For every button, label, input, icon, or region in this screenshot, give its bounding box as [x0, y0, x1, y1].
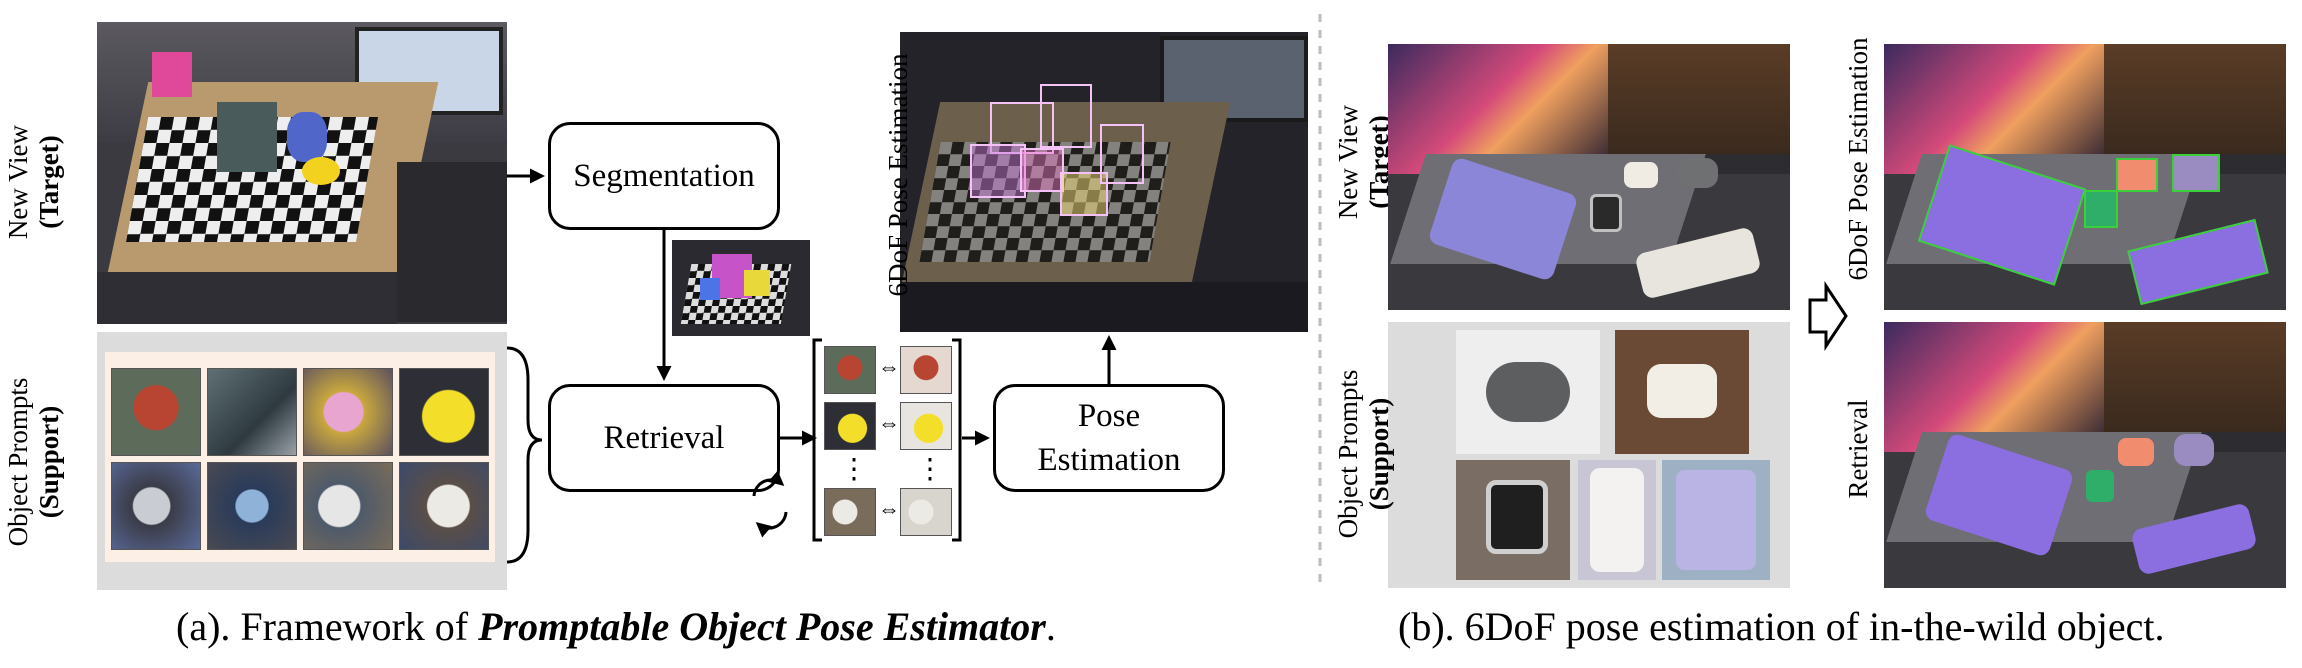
prompt-airpods [1615, 330, 1749, 454]
match-thumb-can-target [900, 488, 952, 536]
caption-a-emphasis: Promptable Object Pose Estimator [478, 604, 1046, 649]
retrieval-output-photo-b [1884, 322, 2286, 588]
match-arrow-3: ⇔ [878, 496, 900, 521]
prompt-watch [1456, 460, 1570, 580]
caption-a-suffix: . [1045, 604, 1056, 649]
match-thumb-duck-support [824, 402, 876, 450]
match-thumb-can-support [824, 488, 876, 536]
retrieved-matches-column: ⇔ ⇔ ⋮ ⋮ ⇔ [822, 340, 952, 540]
prompt-thumb-holepuncher [207, 462, 297, 550]
caption-b: (b). 6DoF pose estimation of in-the-wild… [1398, 604, 2165, 649]
prompt-thumb-camera [111, 462, 201, 550]
match-thumb-ape-support [824, 346, 876, 394]
pose-estimation-label-line2: Estimation [1037, 442, 1181, 478]
target-earbuds-case [1678, 158, 1718, 188]
support-prompts-grid [105, 352, 495, 562]
prompt-thumb-driller [207, 368, 297, 456]
desk-target-photo [1388, 44, 1790, 310]
pose-estimation-box: Pose Estimation [993, 384, 1225, 492]
prompt-thumb-cat [303, 368, 393, 456]
match-dots-left: ⋮ [840, 454, 868, 485]
prompt-earbuds-case [1456, 330, 1600, 454]
retrieval-box: Retrieval [548, 384, 780, 492]
refresh-cycle-icon [752, 470, 788, 538]
match-arrow-1: ⇔ [878, 354, 900, 379]
target-scene-photo [97, 22, 507, 324]
caption-a-prefix: (a). Framework of [176, 604, 479, 649]
match-dots-right: ⋮ [916, 454, 944, 485]
segmentation-label: Segmentation [573, 158, 755, 194]
match-thumb-duck-target [900, 402, 952, 450]
target-watch [1590, 194, 1622, 232]
prompt-tablet [1662, 460, 1770, 580]
retrieval-label-b: Retrieval [1843, 399, 1873, 499]
caption-a: (a). Framework of Promptable Object Pose… [176, 603, 1056, 650]
prompt-thumb-ape [111, 368, 201, 456]
prompt-thumb-watering-can [399, 462, 489, 550]
pose-output-photo-b [1884, 44, 2286, 310]
prompt-phone [1578, 460, 1656, 580]
target-airpods [1624, 162, 1658, 188]
pose-output-scene-a [900, 32, 1308, 332]
pose-estimation-label-line1: Pose [1077, 398, 1141, 434]
match-arrow-2: ⇔ [878, 410, 900, 435]
segmentation-box: Segmentation [548, 122, 780, 230]
segmented-scene-thumbnail [672, 240, 810, 336]
match-thumb-ape-target [900, 346, 952, 394]
prompt-thumb-can [303, 462, 393, 550]
pose-label-b: 6DoF Pose Estimation [1843, 37, 1873, 281]
retrieval-label-a: Retrieval [603, 420, 725, 456]
prompt-thumb-duck [399, 368, 489, 456]
